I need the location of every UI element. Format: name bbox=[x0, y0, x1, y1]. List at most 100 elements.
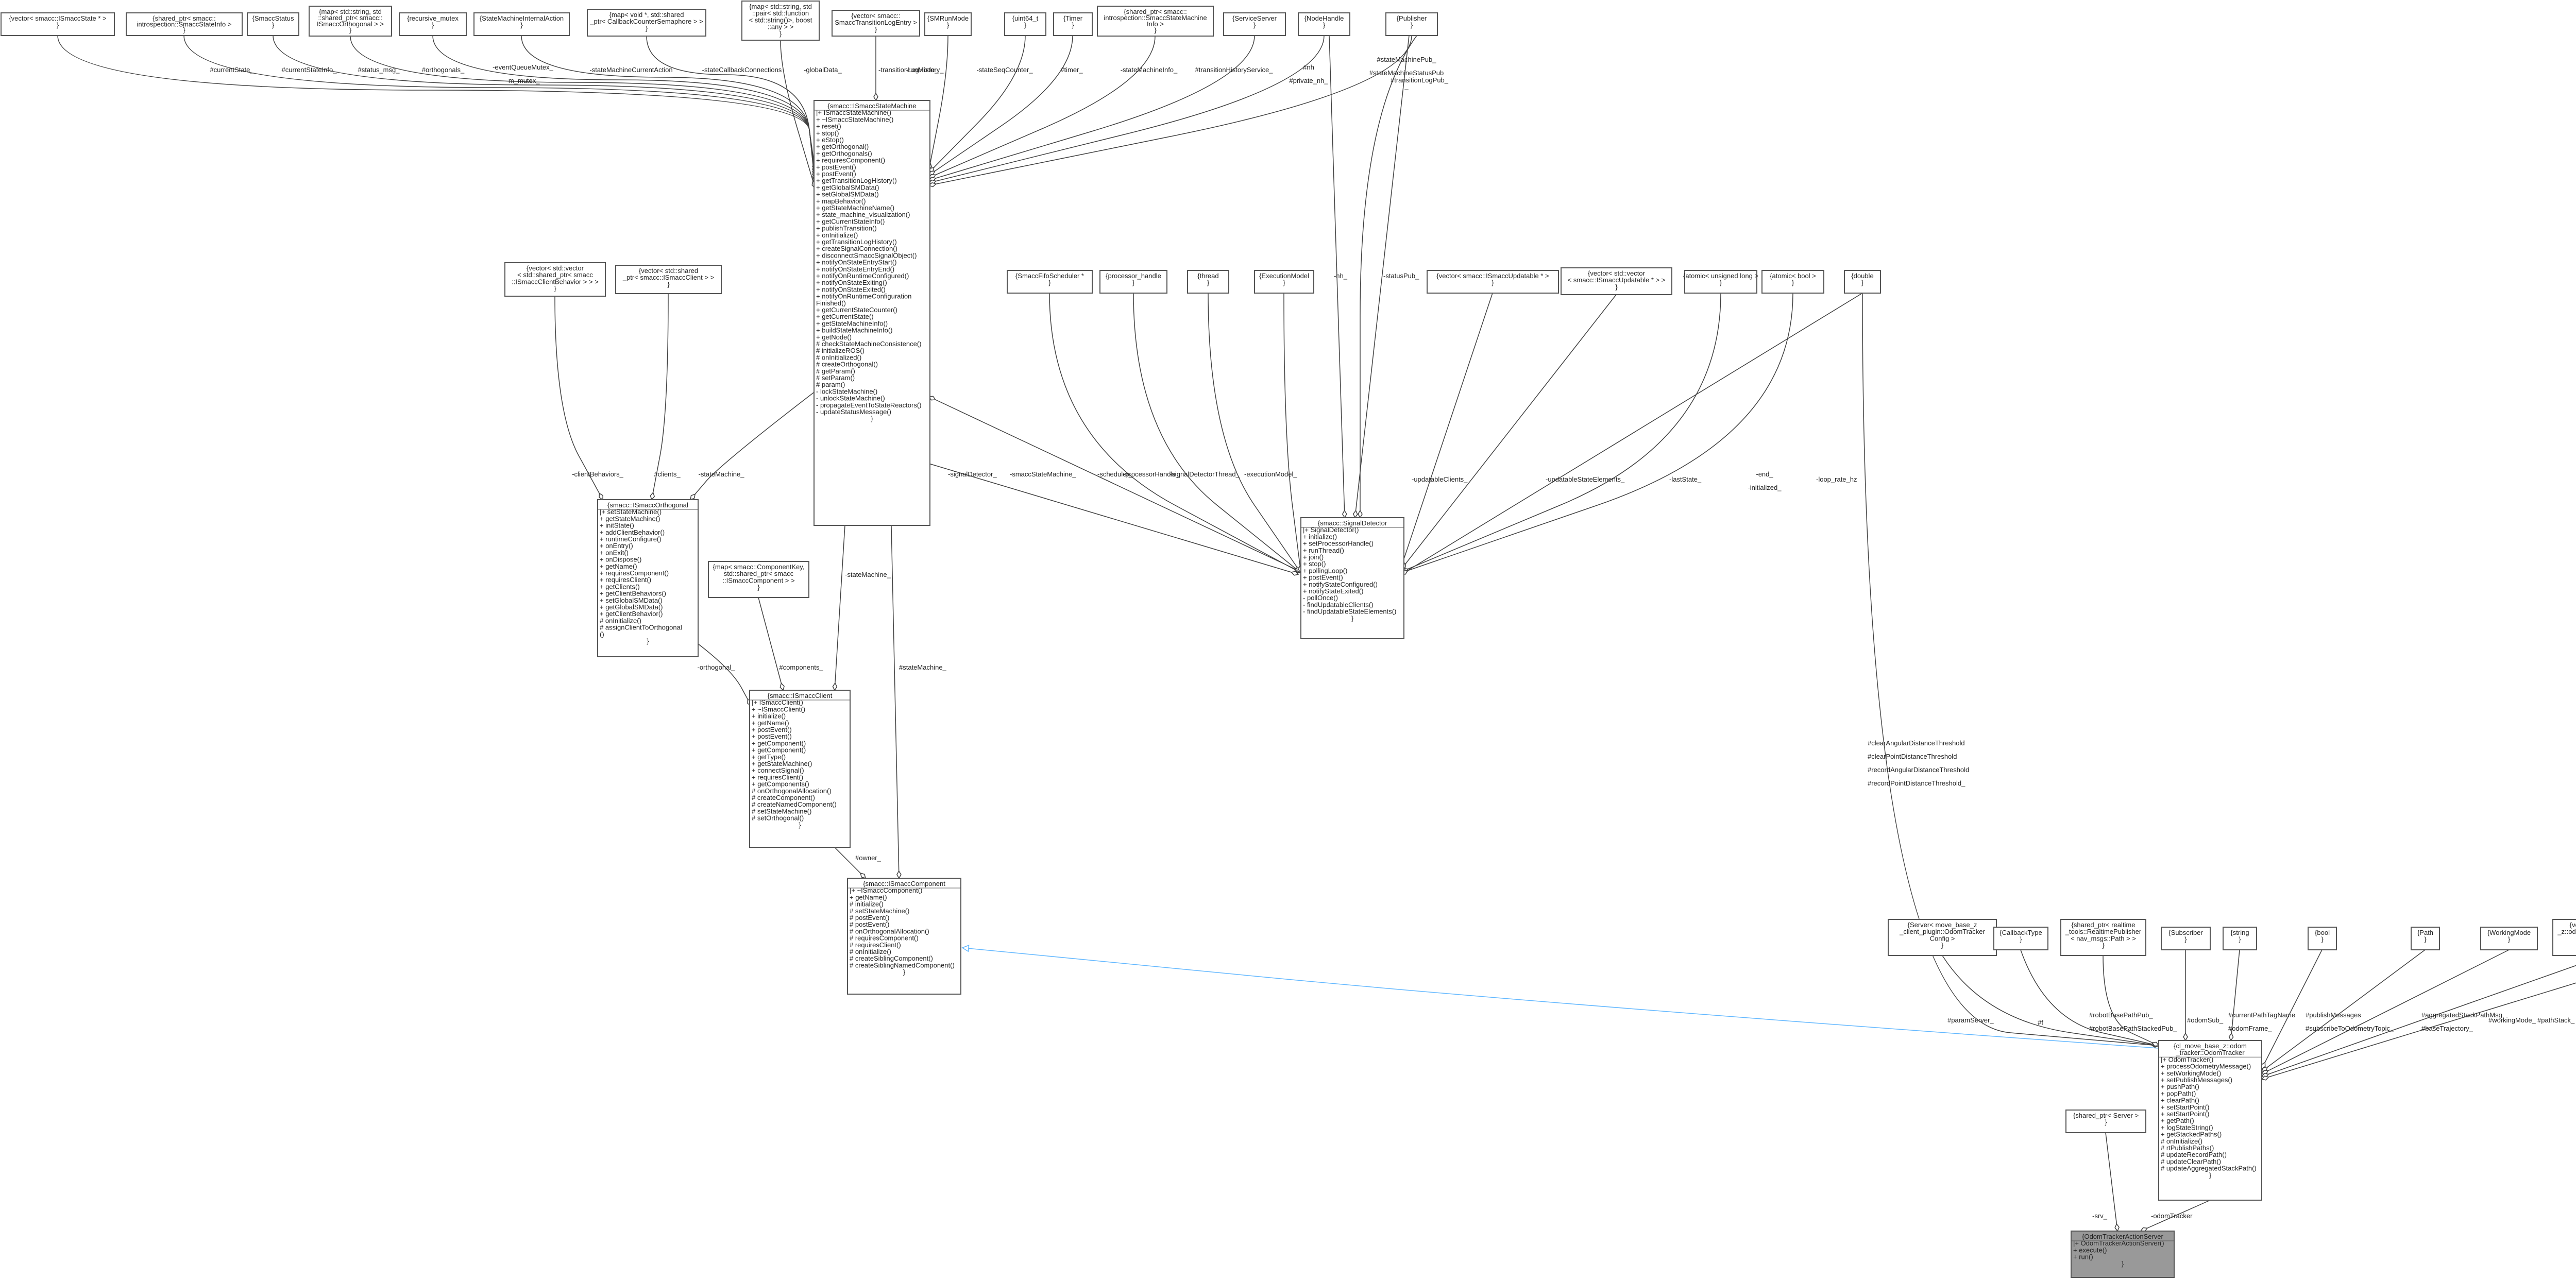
class-node-workingmode[interactable]: {WorkingMode} bbox=[2480, 927, 2538, 950]
edge-e18 bbox=[554, 296, 603, 501]
class-node-rec-mutex[interactable]: {recursive_mutex} bbox=[399, 12, 467, 36]
edge-line bbox=[1133, 293, 1301, 573]
edge-label-line: -smaccStateMachine_ bbox=[1010, 470, 1076, 478]
class-node-proc-handle[interactable]: {processor_handle} bbox=[1099, 270, 1167, 294]
aggregation-diamond bbox=[928, 396, 937, 401]
class-text-line: # onOrthogonalAllocation() bbox=[850, 927, 929, 935]
class-text-line: {vector< std::shared bbox=[639, 267, 698, 275]
class-node-vec-state[interactable]: {vector< smacc::ISmaccState * >} bbox=[1, 12, 115, 36]
class-node-sm-internal[interactable]: {StateMachineInternalAction} bbox=[473, 12, 570, 36]
class-node-vec-translog[interactable]: {vector< smacc::SmaccTransitionLogEntry … bbox=[832, 10, 920, 37]
class-text-line: # createSiblingNamedComponent() bbox=[850, 961, 955, 969]
class-node-double[interactable]: {double} bbox=[1844, 270, 1881, 294]
class-text-line: + requiresClient() bbox=[600, 576, 651, 584]
aggregation-diamond bbox=[2261, 1076, 2269, 1081]
class-text-line: + getStateMachineInfo() bbox=[816, 319, 888, 327]
class-node-map-voidsem[interactable]: {map< void *, std::shared_ptr< CallbackC… bbox=[587, 9, 706, 37]
edge-e13 bbox=[928, 36, 1156, 179]
class-text-line: {vector< std::vector bbox=[1588, 269, 1646, 277]
class-node-uint64[interactable]: {uint64_t} bbox=[1004, 12, 1046, 36]
class-text-line: {vector< std::vector bbox=[527, 264, 584, 272]
class-text: {vector< std::vector< smacc::ISmaccUpdat… bbox=[1568, 269, 1666, 291]
class-text-line: {vector< smacc::ISmaccState * > bbox=[9, 14, 106, 22]
class-text-line: + publishTransition() bbox=[816, 225, 877, 232]
class-text-line: } bbox=[1792, 279, 1794, 286]
class-node-path[interactable]: {Path} bbox=[2411, 927, 2440, 950]
class-text-line: # setStateMachine() bbox=[752, 807, 811, 815]
class-text-line: {shared_ptr< smacc:: bbox=[1124, 8, 1187, 15]
class-text-line: + onEntry() bbox=[600, 542, 633, 550]
class-node-signaldetector[interactable]: {smacc::SignalDetector|+ SignalDetector(… bbox=[1300, 517, 1404, 639]
class-text-line: } bbox=[2122, 1260, 2124, 1268]
class-node-sp-sminfo[interactable]: {shared_ptr< smacc::introspection::Smacc… bbox=[1097, 6, 1214, 37]
edge-label: #orthogonals_ bbox=[422, 66, 465, 74]
class-node-publisher[interactable]: {Publisher} bbox=[1385, 12, 1438, 36]
class-node-string[interactable]: {string} bbox=[2223, 927, 2257, 950]
class-text-line: + requiresClient() bbox=[752, 773, 803, 781]
class-text: {uint64_t} bbox=[1012, 14, 1039, 29]
class-node-vec-fifo[interactable]: {SmaccFifoScheduler *} bbox=[1007, 270, 1093, 294]
class-node-orthogonal[interactable]: {smacc::ISmaccOrthogonal|+ setStateMachi… bbox=[597, 499, 699, 657]
class-node-map-func[interactable]: {map< std::string, std::pair< std::funct… bbox=[741, 1, 820, 41]
class-box bbox=[832, 10, 920, 37]
edge-label-line: #clients_ bbox=[654, 470, 681, 478]
edge-e12 bbox=[928, 35, 1073, 176]
class-node-sp-statemachine[interactable]: {shared_ptr< smacc::introspection::Smacc… bbox=[126, 12, 243, 36]
class-node-atomic-bool[interactable]: {atomic< bool >} bbox=[1761, 270, 1824, 294]
class-text-line: {SmaccStatus bbox=[252, 14, 294, 22]
edge-e26 bbox=[928, 463, 1299, 576]
class-text: {recursive_mutex} bbox=[407, 14, 459, 29]
class-text-line: {Timer bbox=[1063, 14, 1083, 22]
class-node-vec-vec-updatable[interactable]: {vector< std::vector< smacc::ISmaccUpdat… bbox=[1561, 267, 1672, 295]
edge-line bbox=[928, 396, 1301, 572]
edge-e21 bbox=[698, 643, 752, 707]
class-node-component[interactable]: {smacc::ISmaccComponent|+ ~ISmaccCompone… bbox=[847, 878, 961, 995]
class-text: {map< void *, std::shared_ptr< CallbackC… bbox=[589, 11, 703, 32]
class-node-callbacktype[interactable]: {CallbackType} bbox=[1993, 927, 2048, 950]
edge-label-line: -signalDetectorThread_ bbox=[1170, 470, 1240, 478]
class-node-map-orth[interactable]: {map< std::string, std::shared_ptr< smac… bbox=[309, 6, 392, 37]
class-node-server[interactable]: {Server< move_base_z_client_plugin::Odom… bbox=[1888, 919, 1997, 956]
edge-label-line: -signalDetector_ bbox=[948, 470, 997, 478]
class-box bbox=[247, 12, 299, 36]
class-node-serviceserver[interactable]: {ServiceServer} bbox=[1223, 12, 1286, 36]
edge-label: #timer_ bbox=[1060, 66, 1083, 74]
class-node-thread[interactable]: {thread} bbox=[1187, 270, 1229, 294]
class-node-bool[interactable]: {bool} bbox=[2308, 927, 2337, 950]
class-node-sp-server[interactable]: {shared_ptr< Server >} bbox=[2065, 1110, 2146, 1133]
class-text: {NodeHandle} bbox=[1304, 14, 1344, 29]
class-text-line: } bbox=[2508, 935, 2511, 943]
class-node-smaccstatus[interactable]: {SmaccStatus} bbox=[247, 12, 299, 36]
class-box bbox=[2411, 927, 2440, 950]
edge-label-line: -clientBehaviors_ bbox=[572, 470, 623, 478]
edge-label: -signalDetectorThread_ bbox=[1170, 470, 1240, 478]
edge-line bbox=[928, 35, 1412, 186]
class-text-line: < nav_msgs::Path > > bbox=[2071, 934, 2136, 942]
class-node-vec-clientbeh[interactable]: {vector< std::vector< std::shared_ptr< s… bbox=[504, 262, 606, 297]
class-node-smrunmode[interactable]: {SMRunMode} bbox=[924, 12, 972, 36]
class-node-map-comp[interactable]: {map< smacc::ComponentKey,std::shared_pt… bbox=[708, 561, 809, 598]
class-node-subscriber[interactable]: {Subscriber} bbox=[2161, 927, 2211, 950]
class-box bbox=[1300, 517, 1404, 639]
class-node-client[interactable]: {smacc::ISmaccClient|+ ISmaccClient()+ ~… bbox=[749, 690, 851, 848]
class-node-vec-client[interactable]: {vector< std::shared_ptr< smacc::ISmaccC… bbox=[615, 265, 722, 294]
class-text-line: |+ ~ISmaccComponent() bbox=[850, 886, 922, 894]
class-node-atomic-ulong[interactable]: {atomic< unsigned long >} bbox=[1683, 270, 1758, 294]
edge-line bbox=[554, 296, 603, 500]
class-node-timer[interactable]: {Timer} bbox=[1053, 12, 1093, 36]
class-node-sp-rtpub[interactable]: {shared_ptr< realtime_tools::RealtimePub… bbox=[2060, 919, 2146, 956]
class-text: {vector< smacc::ISmaccUpdatable * >} bbox=[1436, 272, 1549, 286]
class-node-vec-updatable[interactable]: {vector< smacc::ISmaccUpdatable * >} bbox=[1427, 270, 1559, 294]
class-node-odomtracker[interactable]: {cl_move_base_z::odom_tracker::OdomTrack… bbox=[2158, 1040, 2262, 1201]
class-text-line: # getParam() bbox=[816, 367, 855, 375]
edge-label: -srv_ bbox=[2092, 1212, 2108, 1220]
class-text-line: } bbox=[1615, 283, 1618, 291]
edge-label-line: #owner_ bbox=[855, 854, 882, 862]
class-node-statemachine[interactable]: {smacc::ISmaccStateMachine|+ ISmaccState… bbox=[814, 100, 930, 526]
class-text: {shared_ptr< smacc::introspection::Smacc… bbox=[1104, 8, 1207, 34]
class-node-vec-stacked[interactable]: {vector< cl_move_base_z::odom_tracker::S… bbox=[2552, 919, 2576, 956]
class-node-exec-model[interactable]: {ExecutionModel} bbox=[1254, 270, 1314, 294]
class-node-action-server[interactable]: {OdomTrackerActionServer|+ OdomTrackerAc… bbox=[2071, 1231, 2175, 1278]
class-node-nodehandle[interactable]: {NodeHandle} bbox=[1298, 12, 1350, 36]
class-text-line: } bbox=[875, 25, 877, 33]
